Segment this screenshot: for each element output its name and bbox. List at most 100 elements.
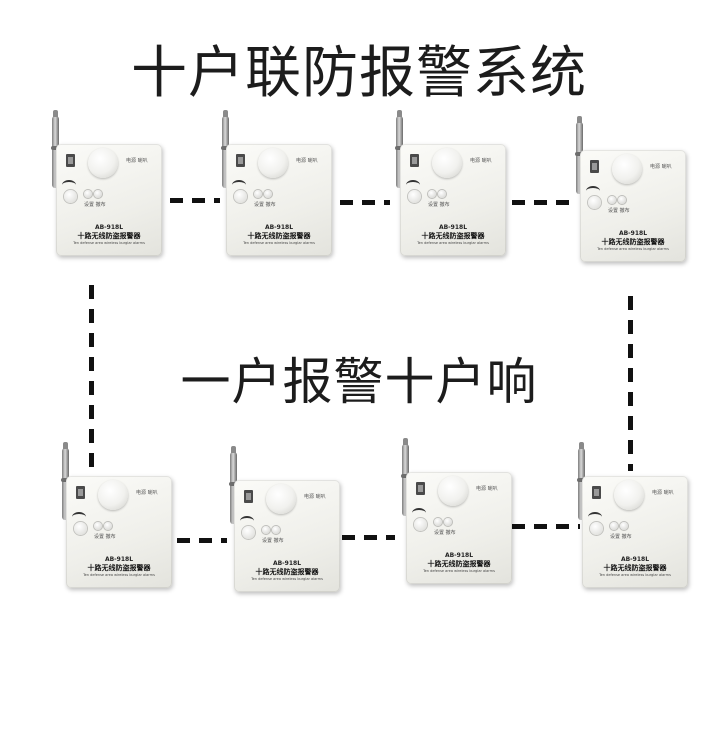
device-name-cn: 十路无线防盗报警器	[247, 232, 311, 240]
arm-button	[618, 196, 626, 204]
antenna	[575, 116, 584, 194]
button-label: 设置 撤布	[254, 202, 276, 208]
device-body: 电源 喇叭 设置 撤布 AB-918L 十路无线防盗报警器 Ten defens…	[226, 144, 332, 256]
speaker-icon	[438, 476, 468, 506]
page-title: 十户联防报警系统	[131, 41, 587, 106]
device-name-cn: 十路无线防盗报警器	[603, 564, 667, 572]
top-label: 电源 喇叭	[470, 158, 492, 164]
device-name-cn: 十路无线防盗报警器	[87, 564, 151, 572]
button-label: 设置 撤布	[94, 534, 116, 540]
top-label: 电源 喇叭	[126, 158, 148, 164]
top-label: 电源 喇叭	[296, 158, 318, 164]
display	[416, 482, 425, 495]
button-label: 设置 撤布	[262, 538, 284, 544]
display	[236, 154, 245, 167]
alarm-device: 电源 喇叭 设置 撤布 AB-918L 十路无线防盗报警器 Ten defens…	[51, 110, 162, 256]
device-name-en: Ten defense area wireless burglar alarms	[597, 247, 669, 251]
set-button	[262, 526, 270, 534]
volume-knob	[408, 190, 421, 203]
device-model: AB-918L	[438, 224, 468, 231]
set-button	[94, 522, 102, 530]
device-name-cn: 十路无线防盗报警器	[601, 238, 665, 246]
arm-button	[94, 190, 102, 198]
device-body: 电源 喇叭 设置 撤布 AB-918L 十路无线防盗报警器 Ten defens…	[582, 476, 688, 588]
alarm-device: 电源 喇叭 设置 撤布 AB-918L 十路无线防盗报警器 Ten defens…	[395, 110, 506, 256]
device-name-en: Ten defense area wireless burglar alarms	[599, 573, 671, 577]
volume-knob	[588, 196, 601, 209]
volume-knob	[414, 518, 427, 531]
volume-knob	[64, 190, 77, 203]
volume-arc-icon	[586, 186, 600, 196]
device-name-cn: 十路无线防盗报警器	[77, 232, 141, 240]
device-name-en: Ten defense area wireless burglar alarms	[423, 569, 495, 573]
button-label: 设置 撤布	[610, 534, 632, 540]
button-label: 设置 撤布	[428, 202, 450, 208]
device-model: AB-918L	[272, 560, 302, 567]
device-model: AB-918L	[620, 556, 650, 563]
display	[592, 486, 601, 499]
antenna	[51, 110, 60, 188]
antenna	[577, 442, 586, 520]
device-name-en: Ten defense area wireless burglar alarms	[417, 241, 489, 245]
display	[66, 154, 75, 167]
device-model: AB-918L	[94, 224, 124, 231]
volume-knob	[242, 526, 255, 539]
speaker-icon	[88, 148, 118, 178]
arm-button	[620, 522, 628, 530]
volume-arc-icon	[240, 516, 254, 526]
volume-arc-icon	[62, 180, 76, 190]
top-label: 电源 喇叭	[476, 486, 498, 492]
connector-line	[318, 200, 390, 205]
speaker-icon	[432, 148, 462, 178]
device-name-cn: 十路无线防盗报警器	[255, 568, 319, 576]
set-button	[434, 518, 442, 526]
device-name-en: Ten defense area wireless burglar alarms	[243, 241, 315, 245]
connector-line	[490, 200, 570, 205]
button-label: 设置 撤布	[84, 202, 106, 208]
device-body: 电源 喇叭 设置 撤布 AB-918L 十路无线防盗报警器 Ten defens…	[400, 144, 506, 256]
antenna	[61, 442, 70, 520]
device-body: 电源 喇叭 设置 撤布 AB-918L 十路无线防盗报警器 Ten defens…	[406, 472, 512, 584]
button-label: 设置 撤布	[608, 208, 630, 214]
speaker-icon	[98, 480, 128, 510]
top-label: 电源 喇叭	[304, 494, 326, 500]
device-name-en: Ten defense area wireless burglar alarms	[251, 577, 323, 581]
top-label: 电源 喇叭	[136, 490, 158, 496]
antenna	[229, 446, 238, 524]
set-button	[608, 196, 616, 204]
arm-button	[438, 190, 446, 198]
arm-button	[272, 526, 280, 534]
device-model: AB-918L	[104, 556, 134, 563]
volume-arc-icon	[412, 508, 426, 518]
volume-arc-icon	[588, 512, 602, 522]
device-body: 电源 喇叭 设置 撤布 AB-918L 十路无线防盗报警器 Ten defens…	[56, 144, 162, 256]
display	[244, 490, 253, 503]
set-button	[254, 190, 262, 198]
alarm-device: 电源 喇叭 设置 撤布 AB-918L 十路无线防盗报警器 Ten defens…	[401, 438, 512, 584]
alarm-device: 电源 喇叭 设置 撤布 AB-918L 十路无线防盗报警器 Ten defens…	[221, 110, 332, 256]
device-name-en: Ten defense area wireless burglar alarms	[73, 241, 145, 245]
display	[76, 486, 85, 499]
volume-arc-icon	[72, 512, 86, 522]
connector-line	[155, 538, 227, 543]
device-body: 电源 喇叭 设置 撤布 AB-918L 十路无线防盗报警器 Ten defens…	[234, 480, 340, 592]
arm-button	[264, 190, 272, 198]
alarm-device: 电源 喇叭 设置 撤布 AB-918L 十路无线防盗报警器 Ten defens…	[61, 442, 172, 588]
page-subtitle: 一户报警十户响	[180, 353, 538, 411]
display	[410, 154, 419, 167]
set-button	[610, 522, 618, 530]
connector-line	[89, 285, 94, 470]
device-model: AB-918L	[264, 224, 294, 231]
arm-button	[104, 522, 112, 530]
device-name-en: Ten defense area wireless burglar alarms	[83, 573, 155, 577]
alarm-device: 电源 喇叭 设置 撤布 AB-918L 十路无线防盗报警器 Ten defens…	[229, 446, 340, 592]
set-button	[84, 190, 92, 198]
volume-knob	[234, 190, 247, 203]
alarm-device: 电源 喇叭 设置 撤布 AB-918L 十路无线防盗报警器 Ten defens…	[577, 442, 688, 588]
top-label: 电源 喇叭	[652, 490, 674, 496]
volume-arc-icon	[232, 180, 246, 190]
display	[590, 160, 599, 173]
speaker-icon	[258, 148, 288, 178]
volume-knob	[74, 522, 87, 535]
connector-line	[320, 535, 395, 540]
